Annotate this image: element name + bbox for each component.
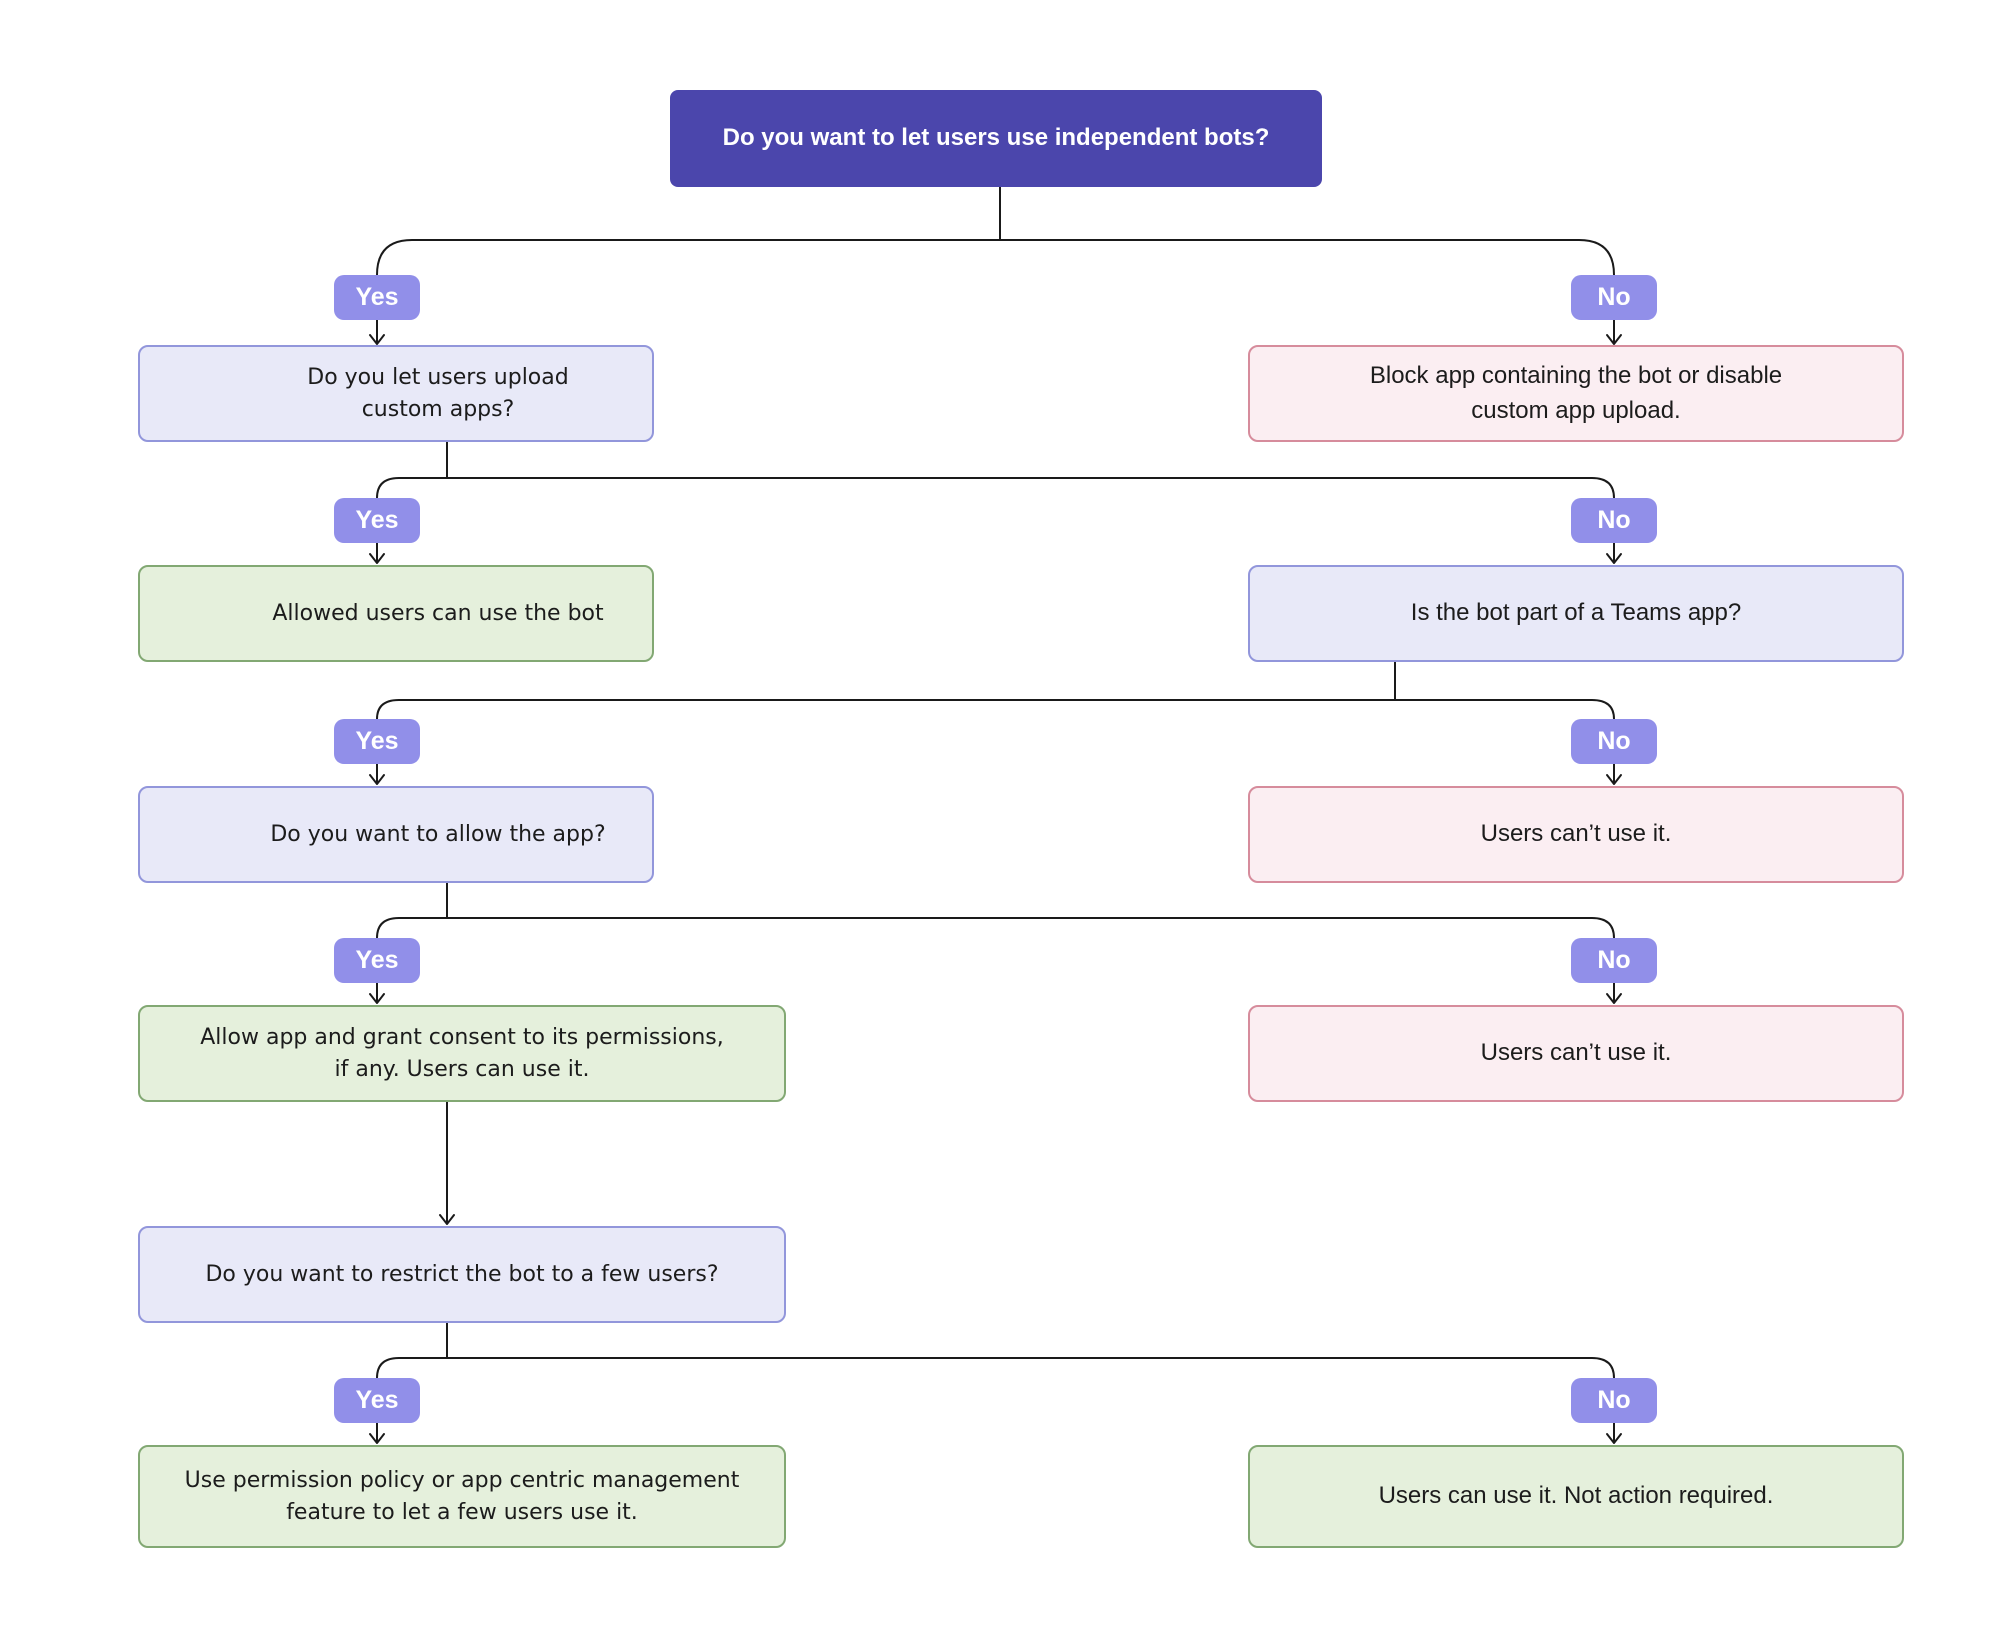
node-question-restrict-bot: Do you want to restrict the bot to a few… [138, 1226, 786, 1323]
node-action-allow-grant-consent: Allow app and grant consent to its permi… [138, 1005, 786, 1102]
node-question-teams-app: Is the bot part of a Teams app? [1248, 565, 1904, 662]
node-outcome-cant-use-1: Users can’t use it. [1248, 786, 1904, 883]
connector-arrow [1606, 763, 1622, 785]
connector-branch-3 [376, 699, 1615, 720]
connector-branch-5 [376, 1357, 1615, 1379]
branch-label-yes-5: Yes [334, 1378, 420, 1423]
node-question-allow-app: Do you want to allow the app? [138, 786, 654, 883]
branch-label-no-3: No [1571, 719, 1657, 764]
node-question-upload-custom-apps: Do you let users upload custom apps? [138, 345, 654, 442]
connector-arrow [369, 542, 385, 564]
branch-label-yes-4: Yes [334, 938, 420, 983]
connector-branch-1 [376, 239, 1615, 276]
connector-arrow [1606, 319, 1622, 345]
branch-label-yes-2: Yes [334, 498, 420, 543]
connector-arrow [369, 319, 385, 345]
branch-label-no-4: No [1571, 938, 1657, 983]
connector-arrow [1606, 1422, 1622, 1444]
node-outcome-allowed-users: Allowed users can use the bot [138, 565, 654, 662]
node-action-block-app: Block app containing the bot or disable … [1248, 345, 1904, 442]
node-outcome-cant-use-2: Users can’t use it. [1248, 1005, 1904, 1102]
connector-arrow [1606, 982, 1622, 1004]
connector-arrow [369, 763, 385, 785]
connector-branch-4 [376, 917, 1615, 939]
node-action-use-permission-policy: Use permission policy or app centric man… [138, 1445, 786, 1548]
connector-long-arrow [439, 1101, 455, 1225]
branch-label-no-5: No [1571, 1378, 1657, 1423]
branch-label-no-2: No [1571, 498, 1657, 543]
connector-branch-2 [376, 477, 1615, 499]
branch-label-yes-1: Yes [334, 275, 420, 320]
connector-arrow [1606, 542, 1622, 564]
connector-arrow [369, 1422, 385, 1444]
connector-arrow [369, 982, 385, 1004]
branch-label-no-1: No [1571, 275, 1657, 320]
node-outcome-can-use: Users can use it. Not action required. [1248, 1445, 1904, 1548]
branch-label-yes-3: Yes [334, 719, 420, 764]
node-root-question: Do you want to let users use independent… [670, 90, 1322, 187]
